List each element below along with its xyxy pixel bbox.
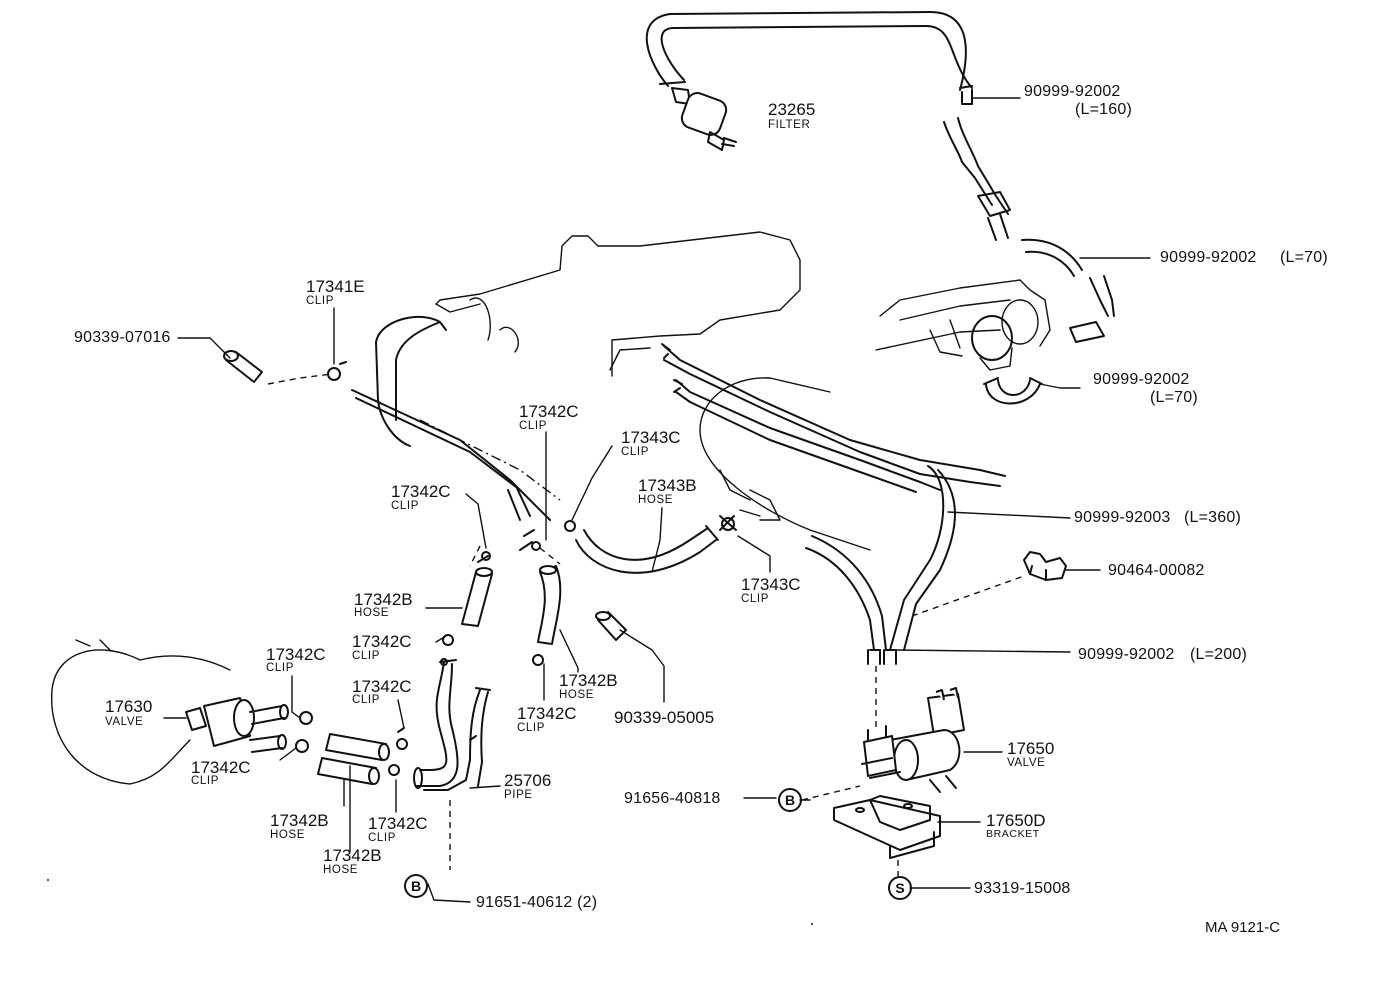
- label-17343c-top-number: 17343C: [621, 428, 681, 447]
- marker-b-91656: B: [778, 788, 802, 812]
- leader-lines: [163, 97, 1151, 903]
- diagram-reference-code: MA 9121-C: [1205, 919, 1281, 936]
- label-17342c-b-number: 17342C: [352, 632, 412, 651]
- label-90999-92002-l200-number: 90999-92002: [1078, 646, 1175, 663]
- label-17342b-right-number: 17342B: [559, 671, 618, 690]
- speck: [811, 923, 813, 925]
- marker-b-91651: B: [404, 874, 428, 898]
- label-17343b-desc: HOSE: [638, 494, 673, 506]
- long-hose-l360: [805, 465, 956, 665]
- label-90999-92002-l70b-length: (L=70): [1150, 389, 1198, 406]
- label-17342c-f-number: 17342C: [191, 758, 251, 777]
- marker-s-93319: S: [888, 876, 912, 900]
- label-17342c-b-desc: CLIP: [352, 650, 380, 662]
- filter-23265-part: [671, 87, 737, 151]
- label-17342c-c-number: 17342C: [517, 704, 577, 723]
- label-90999-92003-length: (L=360): [1184, 509, 1241, 526]
- label-90999-92002-l70a-number: 90999-92002: [1160, 249, 1257, 266]
- hose-clip-90464: [1023, 551, 1067, 581]
- label-17342c-g-number: 17342C: [368, 814, 428, 833]
- label-17342b-c-number: 17342B: [323, 846, 382, 865]
- label-17342c-top-number: 17342C: [519, 402, 579, 421]
- label-17342c-e-number: 17342C: [352, 677, 412, 696]
- label-17342b-c-desc: HOSE: [323, 864, 358, 876]
- label-90999-92002-l70b-number: 90999-92002: [1093, 371, 1190, 388]
- label-90339-05005-number: 90339-05005: [614, 708, 715, 727]
- label-17343c-mid-number: 17343C: [741, 575, 801, 594]
- label-90464-00082-number: 90464-00082: [1108, 562, 1205, 579]
- label-17342c-g-desc: CLIP: [368, 832, 396, 844]
- label-90339-07016-number: 90339-07016: [74, 329, 171, 346]
- label-91651-number: 91651-40612 (2): [476, 894, 598, 911]
- label-90999-92002-l70a-length: (L=70): [1280, 249, 1328, 266]
- label-90999-92002-l160-number: 90999-92002: [1024, 83, 1121, 100]
- label-17342c-c-desc: CLIP: [517, 722, 545, 734]
- label-91656-number: 91656-40818: [624, 790, 721, 807]
- upper-right-hoses: [943, 117, 1115, 343]
- label-17342c-d-desc: CLIP: [266, 662, 294, 674]
- upper-vacuum-hose: [645, 11, 973, 105]
- valve-17630-area: [51, 639, 408, 785]
- engine-intake-body: [875, 279, 1051, 371]
- label-17343b-number: 17343B: [638, 476, 697, 495]
- label-17342b-b-number: 17342B: [270, 811, 329, 830]
- label-17341e-number: 17341E: [306, 277, 365, 296]
- label-90999-92003-number: 90999-92003: [1074, 509, 1171, 526]
- label-25706-number: 25706: [504, 771, 552, 790]
- label-17630-desc: VALVE: [105, 716, 144, 728]
- label-17342c-left-number: 17342C: [391, 482, 451, 501]
- label-90999-92002-l160-length: (L=160): [1075, 101, 1132, 118]
- label-17650-number: 17650: [1007, 739, 1055, 758]
- label-17342c-d-number: 17342C: [266, 645, 326, 664]
- label-25706-desc: PIPE: [504, 789, 533, 801]
- short-hose-l70: [983, 377, 1043, 405]
- label-17342b-b-desc: HOSE: [270, 829, 305, 841]
- label-90999-92002-l200-length: (L=200): [1190, 646, 1247, 663]
- canister-and-long-hoses: [661, 343, 1006, 551]
- label-17342c-f-desc: CLIP: [191, 775, 219, 787]
- label-17630-number: 17630: [105, 697, 153, 716]
- label-17650-desc: VALVE: [1007, 757, 1046, 769]
- label-17342c-left-desc: CLIP: [391, 500, 419, 512]
- label-17650d-desc: BRACKET: [986, 828, 1040, 840]
- label-93319-number: 93319-15008: [974, 880, 1071, 897]
- engine-block-outline: [435, 231, 801, 377]
- speck: [47, 879, 49, 881]
- label-17343c-mid-desc: CLIP: [741, 593, 769, 605]
- label-23265-desc: FILTER: [768, 119, 811, 131]
- label-17341e-desc: CLIP: [306, 295, 334, 307]
- middle-hoses-clips: [223, 350, 737, 666]
- label-17650d-number: 17650D: [986, 811, 1046, 830]
- label-17342b-right-desc: HOSE: [559, 689, 594, 701]
- label-17342c-e-desc: CLIP: [352, 694, 380, 706]
- pipe-25706: [413, 658, 491, 870]
- label-23265-number: 23265: [768, 100, 816, 119]
- label-17343c-top-desc: CLIP: [621, 446, 649, 458]
- label-17342b-a-number: 17342B: [354, 590, 413, 609]
- label-17342c-top-desc: CLIP: [519, 420, 547, 432]
- valve-17650-and-bracket: [801, 666, 965, 876]
- label-17342b-a-desc: HOSE: [354, 607, 389, 619]
